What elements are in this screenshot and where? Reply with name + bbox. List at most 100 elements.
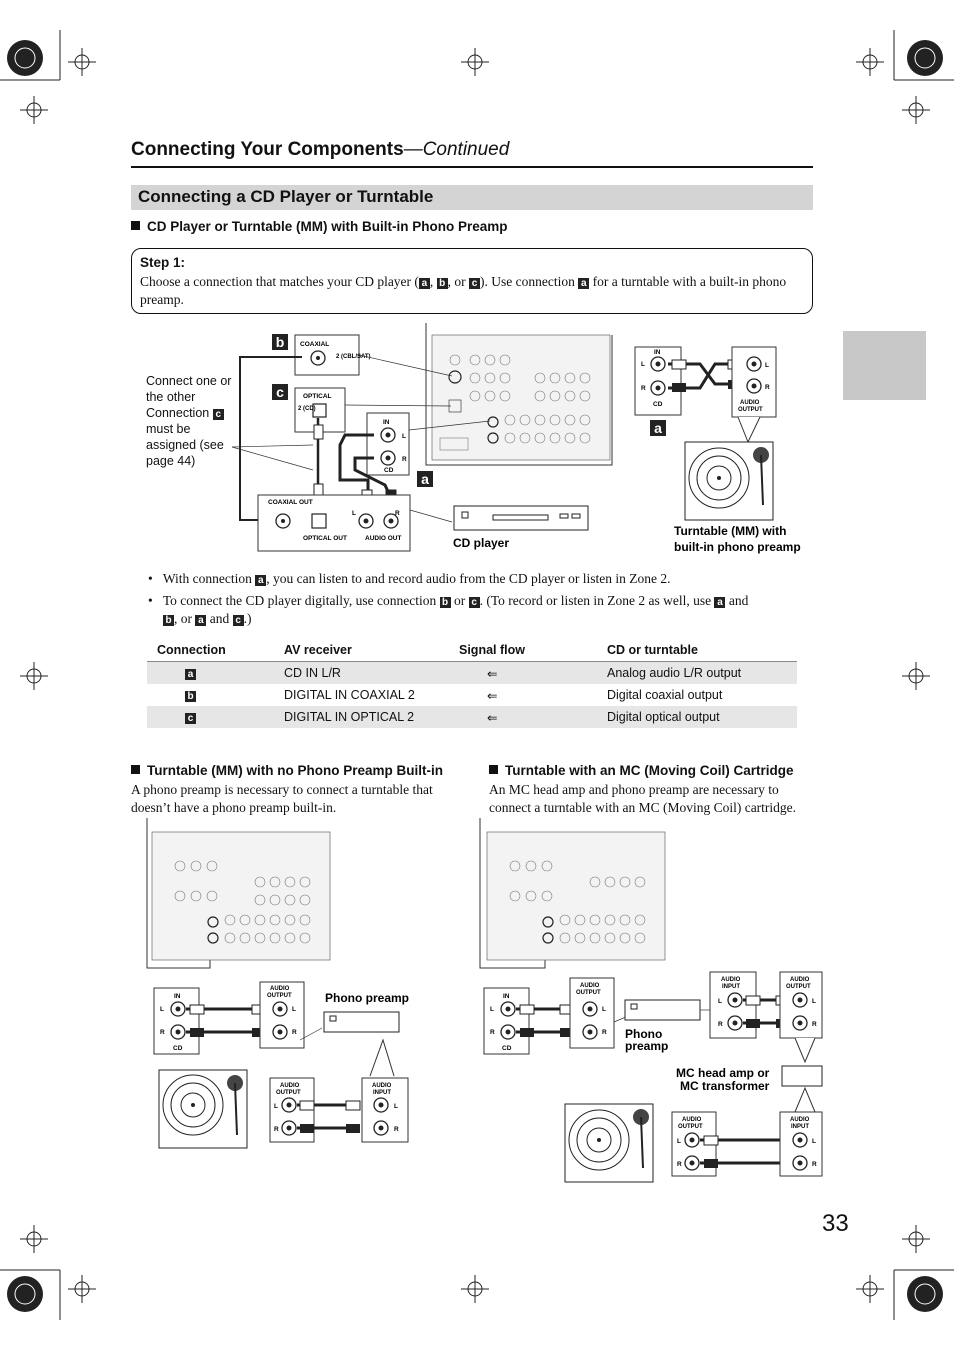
bullet-2-a: To connect the CD player digitally, use … (162, 593, 440, 608)
step-text-5: for a turntable with a built-in phono pr… (140, 274, 787, 307)
svg-text:AUDIO OUT: AUDIO OUT (365, 535, 402, 542)
subheading-2: Turntable (MM) with no Phono Preamp Buil… (131, 763, 443, 778)
square-bullet-icon (131, 221, 140, 230)
th-connection: Connection (147, 640, 284, 662)
svg-text:AUDIO: AUDIO (270, 986, 290, 992)
table-row: a CD IN L/R ⇐ Analog audio L/R output (147, 661, 797, 684)
subheading-2-text: Turntable (MM) with no Phono Preamp Buil… (147, 763, 443, 778)
tag-c-diagram: c (272, 384, 288, 400)
svg-text:L: L (274, 1103, 278, 1110)
tag-a: a (185, 669, 196, 680)
svg-text:AUDIO: AUDIO (790, 977, 810, 983)
subheading-3: Turntable with an MC (Moving Coil) Cartr… (489, 763, 794, 778)
cell-av: DIGITAL IN OPTICAL 2 (284, 706, 459, 728)
page-number: 33 (822, 1210, 849, 1237)
svg-text:AUDIO: AUDIO (790, 1117, 810, 1123)
svg-text:L: L (490, 1006, 494, 1013)
svg-text:L: L (292, 1006, 296, 1013)
tag-a: a (578, 278, 590, 289)
tag-c: c (212, 409, 224, 420)
svg-text:IN: IN (654, 349, 661, 356)
svg-text:AUDIO: AUDIO (280, 1083, 300, 1089)
cell-av: DIGITAL IN COAXIAL 2 (284, 688, 415, 702)
coaxial-label: COAXIAL (300, 341, 329, 348)
tag-a: a (195, 615, 207, 626)
receiver-back-panel (425, 323, 613, 466)
phono-preamp-label-left: Phono preamp (325, 991, 409, 1005)
step-text-3: , or (447, 274, 470, 289)
svg-text:CD: CD (653, 401, 663, 408)
tag-c: c (469, 278, 481, 289)
svg-text:R: R (765, 384, 770, 391)
bullet-1-b: , you can listen to and record audio fro… (266, 571, 671, 586)
svg-text:CD: CD (173, 1045, 183, 1052)
cell-flow: ⇐ (459, 661, 607, 684)
svg-text:R: R (274, 1126, 279, 1133)
svg-text:L: L (812, 998, 816, 1005)
svg-text:L: L (160, 1006, 164, 1013)
svg-text:AUDIO: AUDIO (740, 400, 760, 406)
svg-text:L: L (602, 1006, 606, 1013)
turntable-label-2: built-in phono preamp (674, 540, 801, 554)
section-bar: Connecting a CD Player or Turntable (131, 185, 813, 210)
svg-text:INPUT: INPUT (722, 984, 740, 990)
svg-text:L: L (641, 361, 645, 368)
connection-note: Connect one or the other Connection c mu… (146, 374, 232, 468)
cell-av: CD IN L/R (284, 661, 459, 684)
tag-b-diagram: b (272, 334, 288, 350)
cd-player-label: CD player (453, 536, 509, 550)
table-row: c DIGITAL IN OPTICAL 2 ⇐ Digital optical… (147, 706, 797, 728)
bullet-2-d: and (725, 593, 749, 608)
mc-head-label-1: MC head amp or (676, 1066, 770, 1080)
step-label: Step 1: (140, 255, 186, 270)
tag-c: c (185, 713, 196, 724)
svg-text:AUDIO: AUDIO (372, 1083, 392, 1089)
side-tab (843, 331, 926, 400)
bullet-2: • To connect the CD player digitally, us… (148, 593, 749, 626)
svg-text:R: R (395, 510, 400, 517)
bullet-2-g: .) (243, 611, 252, 626)
tag-a: a (418, 278, 430, 289)
svg-text:R: R (602, 1029, 607, 1036)
th-av-receiver: AV receiver (284, 640, 459, 662)
svg-text:R: R (641, 385, 646, 392)
bullet-2-e: , or (174, 611, 196, 626)
svg-text:OUTPUT: OUTPUT (267, 993, 292, 999)
subheading-3-text: Turntable with an MC (Moving Coil) Cartr… (505, 763, 794, 778)
svg-text:L: L (812, 1138, 816, 1145)
cell-dev: Digital coaxial output (607, 688, 723, 702)
svg-text:OUTPUT: OUTPUT (678, 1124, 703, 1130)
step-text: Choose a connection that matches your CD… (140, 273, 804, 309)
header-rule (131, 166, 813, 168)
svg-text:INPUT: INPUT (791, 1124, 809, 1130)
coax-in-label: 2 (CBL/SAT) (336, 354, 371, 360)
sub3-body: An MC head amp and phono preamp are nece… (489, 782, 797, 815)
svg-text:L: L (394, 1103, 398, 1110)
svg-text:R: R (677, 1161, 682, 1168)
svg-text:L: L (677, 1138, 681, 1145)
square-bullet-icon (131, 765, 140, 774)
cell-flow: ⇐ (487, 688, 498, 703)
svg-text:AUDIO: AUDIO (580, 983, 600, 989)
svg-text:R: R (402, 456, 407, 463)
svg-text:R: R (718, 1021, 723, 1028)
bullet-1: • With connection a, you can listen to a… (148, 571, 671, 586)
bullet-1-a: With connection (162, 571, 256, 586)
svg-text:CD: CD (502, 1045, 512, 1052)
svg-text:R: R (394, 1126, 399, 1133)
th-cd-turntable: CD or turntable (607, 640, 797, 662)
subheading-1-text: CD Player or Turntable (MM) with Built-i… (147, 219, 508, 234)
tag-a: a (714, 597, 726, 608)
th-signal-flow: Signal flow (459, 640, 607, 662)
opt-in-label: 2 (CD) (298, 406, 316, 412)
sub2-body: A phono preamp is necessary to connect a… (131, 782, 433, 815)
table-header-row: Connection AV receiver Signal flow CD or… (147, 640, 797, 662)
svg-text:IN: IN (503, 993, 510, 1000)
subheading-1: CD Player or Turntable (MM) with Built-i… (131, 219, 508, 234)
tag-c: c (232, 615, 244, 626)
page-header: Connecting Your Components—Continued (131, 139, 509, 161)
svg-text:CD: CD (384, 467, 394, 474)
